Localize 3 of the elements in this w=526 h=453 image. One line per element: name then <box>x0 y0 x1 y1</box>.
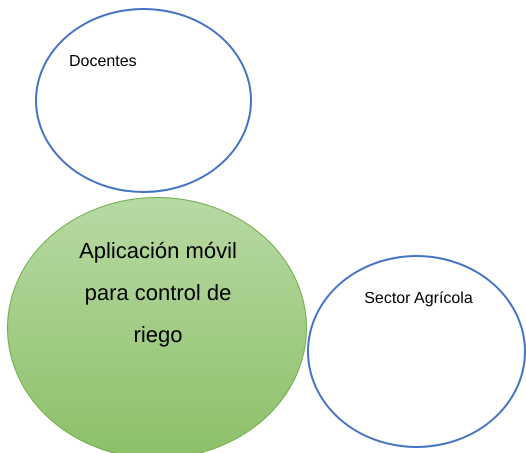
node-label: Sector Agrícola <box>363 289 474 309</box>
node-label: Docentes <box>69 52 138 72</box>
node-label: Aplicación móvil para control de riego <box>78 237 238 349</box>
